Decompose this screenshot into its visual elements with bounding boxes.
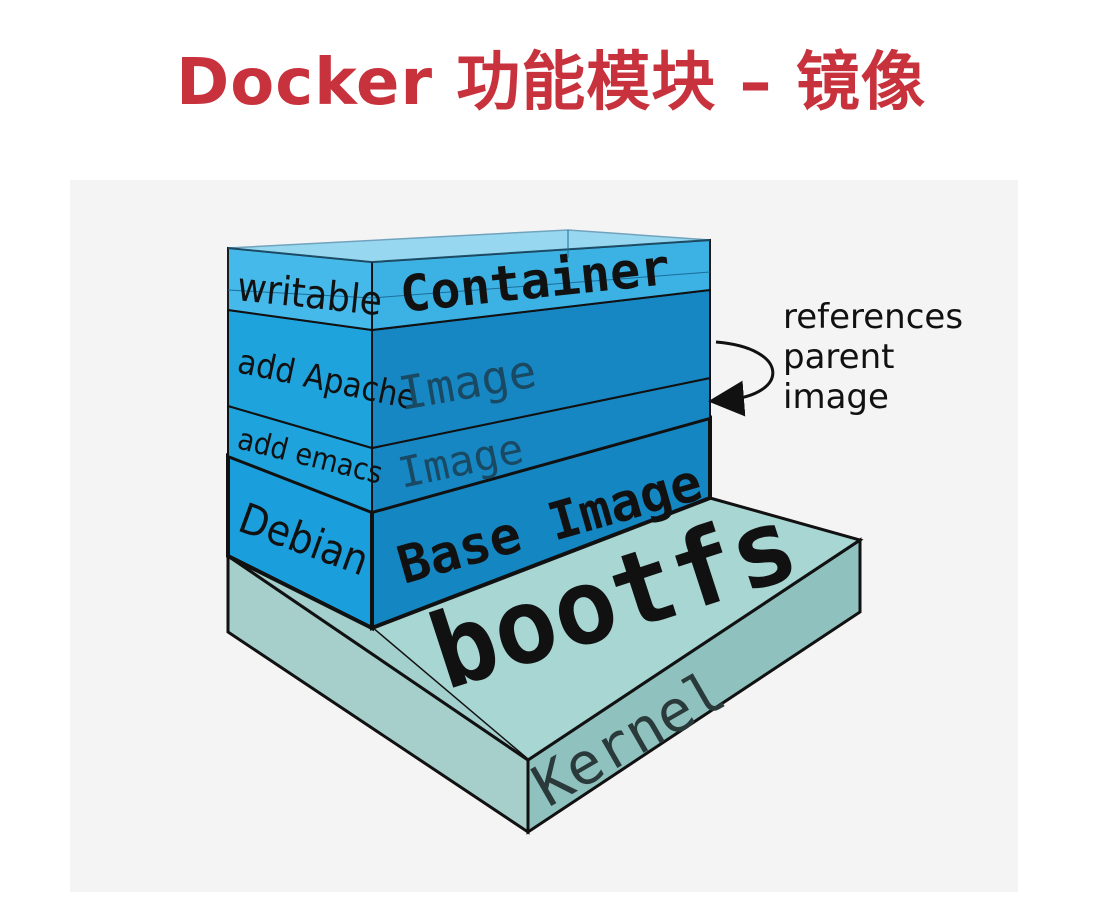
references-arrow [708,340,775,417]
page-title: Docker 功能模块 – 镜像 [176,46,926,120]
annotation-line-2: parent [783,337,894,377]
layer-add-apache [227,288,711,450]
layer-add-emacs [227,376,711,514]
layer-writable-container [227,229,711,332]
annotation-line-3: image [783,377,889,417]
annotation-line-1: references [783,297,963,337]
